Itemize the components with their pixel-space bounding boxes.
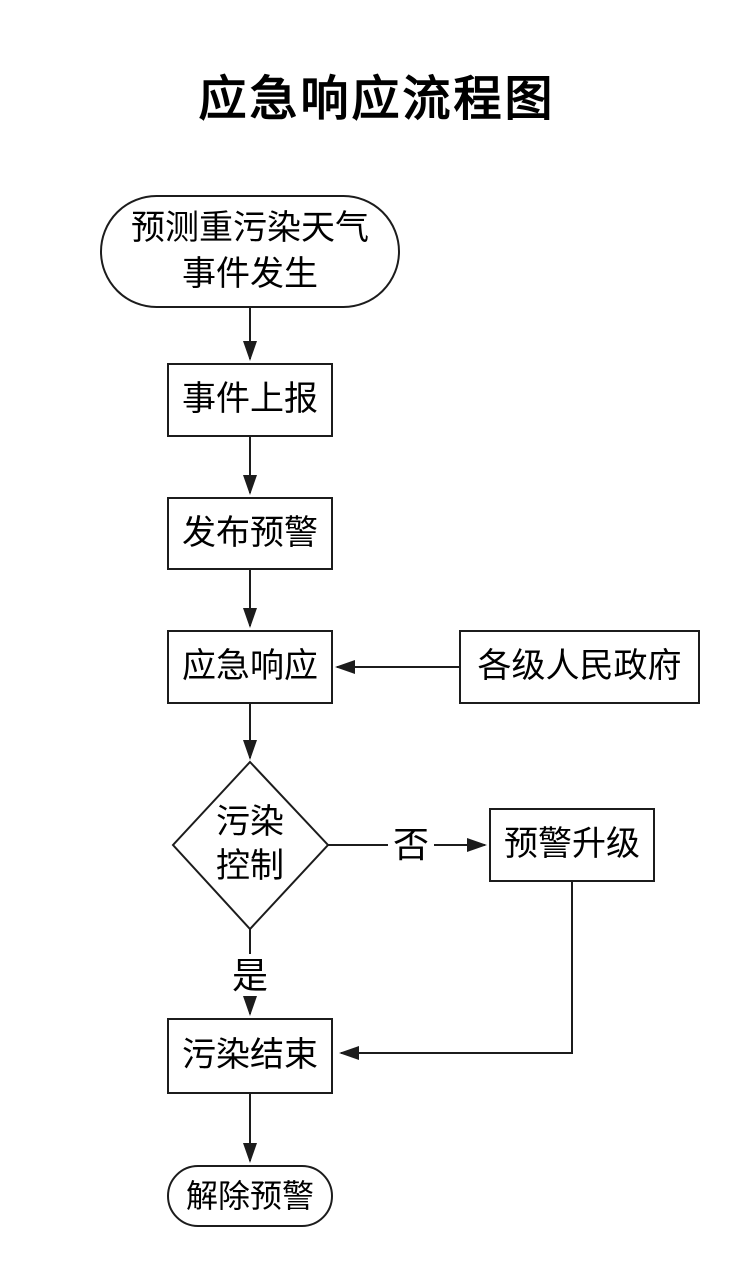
edge-label-yes: 是: [231, 956, 269, 996]
flow-node-governments: 各级人民政府: [459, 630, 700, 704]
flow-node-emergency-response: 应急响应: [167, 630, 333, 704]
flow-node-event-report: 事件上报: [167, 363, 333, 437]
flow-node-start-label-line1: 预测重污染天气: [131, 209, 369, 247]
flow-node-publish-warning-label: 发布预警: [182, 514, 318, 552]
flow-node-warning-upgrade: 预警升级: [489, 808, 655, 882]
flow-node-lift-warning: 解除预警: [167, 1165, 333, 1227]
flow-node-emergency-response-label: 应急响应: [182, 648, 318, 685]
flow-node-pollution-control-line2: 控制: [216, 848, 284, 885]
decision-diamond-shape: [171, 760, 330, 931]
flow-node-start-label-line2: 事件发生: [182, 255, 318, 293]
flow-node-start: 预测重污染天气 事件发生: [100, 195, 400, 308]
edge-label-no: 否: [387, 825, 435, 865]
flow-node-lift-warning-label: 解除预警: [185, 1178, 314, 1214]
flow-node-event-report-label: 事件上报: [182, 381, 318, 418]
flow-node-warning-upgrade-label: 预警升级: [504, 826, 640, 863]
flow-node-pollution-control-label: 污染 控制: [216, 801, 284, 889]
flow-node-pollution-control-line1: 污染: [216, 804, 284, 841]
flow-node-pollution-end-label: 污染结束: [182, 1037, 318, 1074]
arrow-upgrade-to-pollution-end: [339, 882, 573, 1060]
flow-node-publish-warning: 发布预警: [167, 497, 333, 570]
page-title: 应急响应流程图: [198, 73, 556, 126]
flow-node-pollution-end: 污染结束: [167, 1018, 333, 1094]
flow-node-governments-label: 各级人民政府: [477, 648, 682, 685]
